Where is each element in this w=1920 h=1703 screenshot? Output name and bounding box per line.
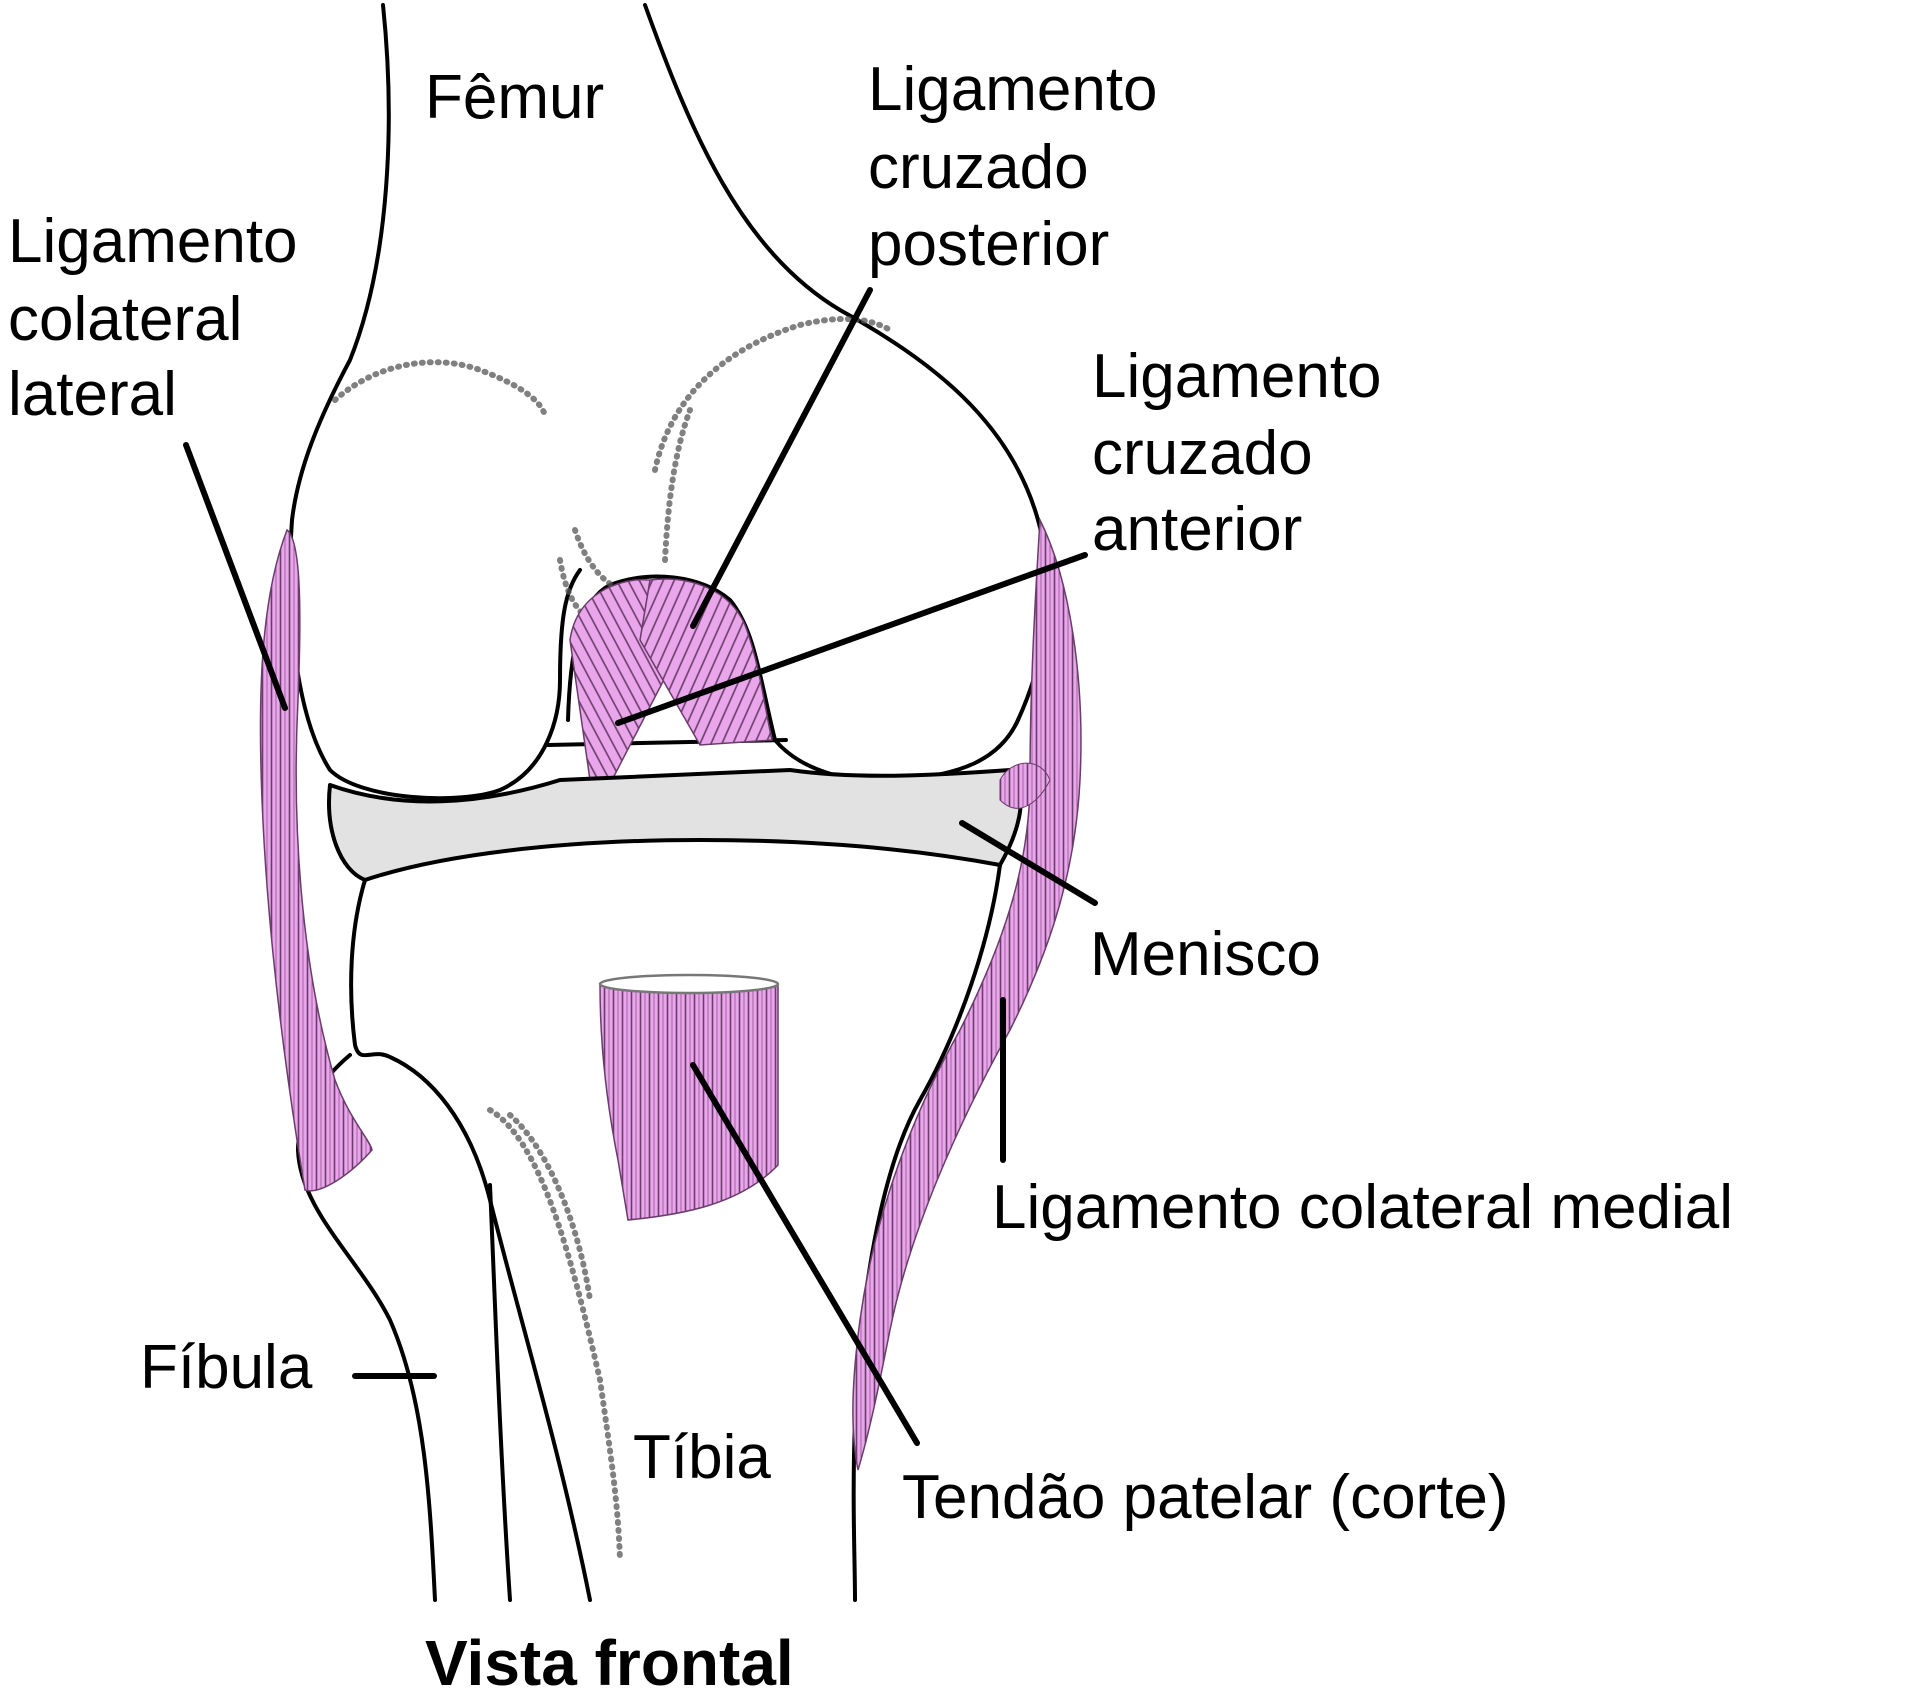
label-pcl-line2: cruzado [868, 133, 1089, 202]
label-acl-line1: Ligamento [1092, 342, 1382, 411]
leader-lines [183, 287, 1098, 1446]
label-lcl-line3: lateral [8, 360, 177, 429]
leader-lcl [183, 442, 288, 711]
label-acl-line3: anterior [1092, 495, 1302, 564]
label-mcl: Ligamento colateral medial [992, 1173, 1733, 1242]
meniscus-shape [327, 768, 1023, 882]
label-patellar-tendon: Tendão patelar (corte) [902, 1463, 1509, 1532]
label-pcl-line3: posterior [868, 210, 1109, 279]
label-femur: Fêmur [425, 63, 604, 132]
collateral-ligaments [259, 517, 1082, 1471]
leader-meniscus [959, 820, 1098, 906]
leader-pcl [690, 287, 873, 629]
cruciate-ligaments [569, 578, 773, 781]
leader-acl [615, 552, 1088, 726]
label-meniscus: Menisco [1090, 920, 1321, 989]
label-lcl-line1: Ligamento [8, 207, 298, 276]
caption: Vista frontal [425, 1627, 794, 1698]
femur-shading [332, 315, 893, 623]
labels: Fêmur Ligamento cruzado posterior Ligame… [8, 55, 1733, 1699]
tibia-shading [487, 1107, 623, 1563]
leader-patellar [690, 1062, 920, 1446]
label-acl-line2: cruzado [1092, 419, 1313, 488]
patellar-tendon-shape [598, 973, 780, 1221]
label-tibia: Tíbia [633, 1423, 771, 1492]
label-fibula: Fíbula [140, 1333, 313, 1402]
label-pcl-line1: Ligamento [868, 55, 1158, 124]
label-lcl-line2: colateral [8, 285, 242, 354]
